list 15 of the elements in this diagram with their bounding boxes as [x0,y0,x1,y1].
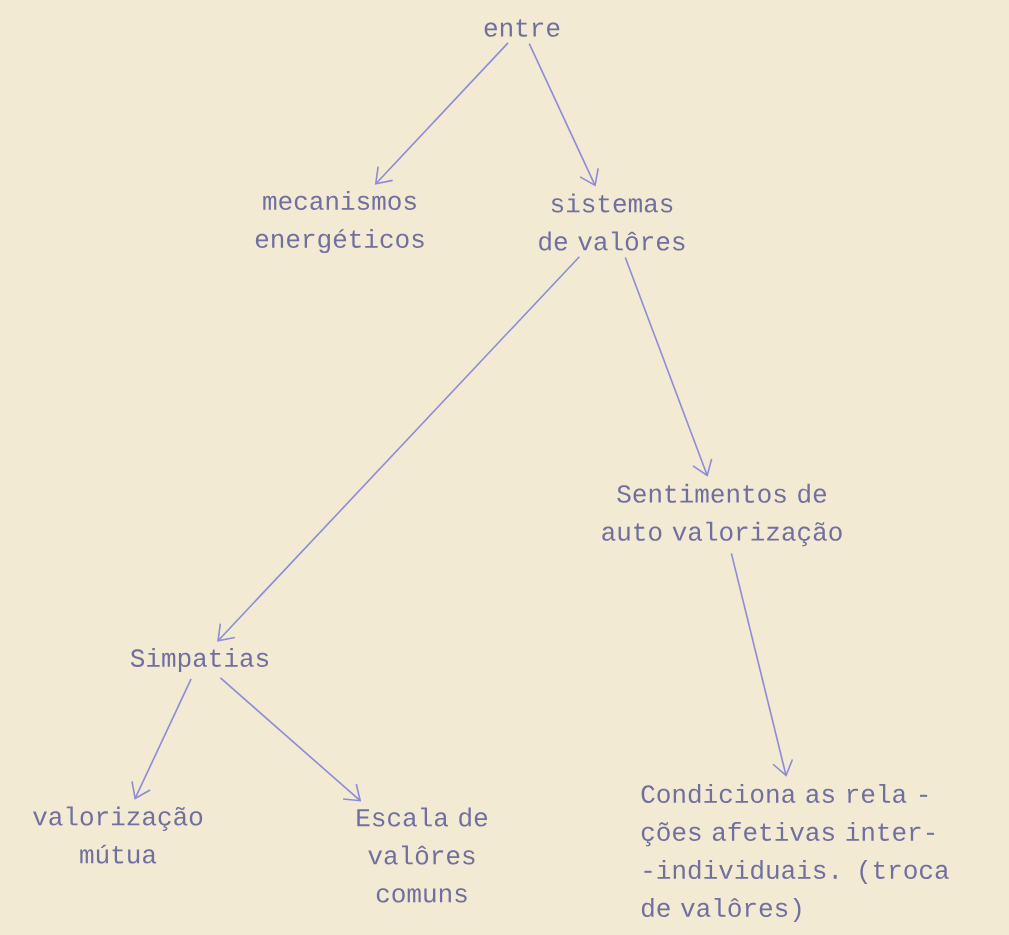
text-label: Condiciona as rela - ções afetivas inter- -individuais. (troca de valôres) [641,783,949,923]
text-label: mecanismos energéticos [255,190,424,254]
text-label: Sentimentos de auto valorização [602,483,842,547]
arrow [217,255,581,642]
text-label: sistemas de valôres [539,193,685,251]
arrow [624,256,713,477]
arrow [219,677,362,802]
arrow [730,552,794,777]
text-label: Simpatias [130,647,269,673]
text-label: Escala de valôres comuns [357,807,487,903]
arrow [131,678,192,800]
arrow [528,42,599,187]
text-label: entre [484,19,560,37]
text-label: valorização mútua [33,806,203,864]
arrow [374,42,509,185]
